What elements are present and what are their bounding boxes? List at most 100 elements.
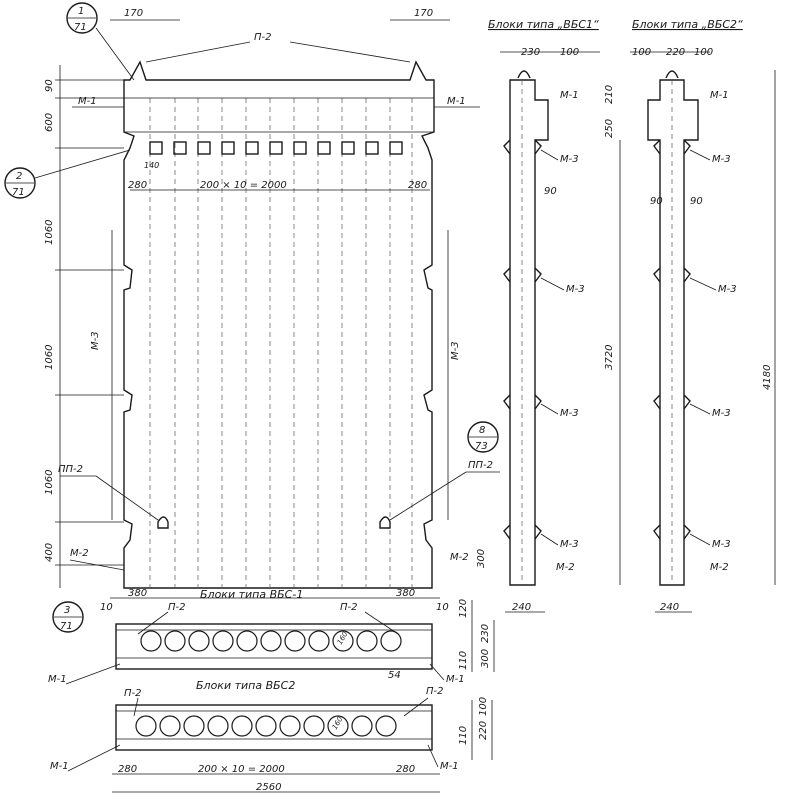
svg-text:71: 71	[12, 187, 25, 198]
svg-text:1: 1	[78, 6, 84, 17]
dim-side-250: 250	[604, 119, 615, 138]
mark-m1-right: М-1	[447, 96, 466, 107]
dim-left-400: 400	[44, 543, 55, 562]
dim-plan2-2560: 2560	[256, 782, 281, 793]
dim-side2-100-b: 100	[694, 47, 713, 58]
dim-side-210: 210	[604, 85, 615, 104]
dim-side2-220: 220	[666, 47, 685, 58]
mark-m1-side2: М-1	[710, 90, 729, 101]
dim-plan1-10-right: 10	[436, 602, 449, 613]
mark-m3-side1-c: М-3	[560, 408, 579, 419]
dim-side2-90-a: 90	[650, 196, 663, 207]
mark-m3-side2-d: М-3	[712, 539, 731, 550]
front-elevation-outline	[123, 60, 435, 589]
dim-300-right: 300	[476, 549, 487, 568]
dim-left-600: 600	[44, 113, 55, 132]
dim-side-90: 90	[544, 186, 557, 197]
dim-plan1-110: 110	[458, 651, 469, 670]
title-vbs2-side: Блоки типа „ВБС2“	[632, 18, 743, 31]
mark-m1-side1: М-1	[560, 90, 579, 101]
mark-m1-left: М-1	[78, 96, 97, 107]
svg-text:71: 71	[74, 22, 87, 33]
mark-pp2-left: ПП-2	[58, 464, 83, 475]
dim-left-1060-a: 1060	[44, 220, 55, 245]
dim-left-90: 90	[44, 79, 55, 92]
mark-m3-side2-c: М-3	[712, 408, 731, 419]
mark-m1-plan2-right: М-1	[440, 761, 459, 772]
lifting-loop-right	[379, 516, 391, 529]
dim-plan1-120: 120	[458, 599, 469, 618]
dim-side2-90-b: 90	[690, 196, 703, 207]
side-view-vbs1: Блоки типа „ВБС1“ 230 100 210 250 90 372…	[488, 18, 621, 613]
front-openings	[149, 141, 403, 155]
dim-plan2-110: 110	[458, 726, 469, 745]
mark-m2-side2: М-2	[710, 562, 729, 573]
svg-text:71: 71	[60, 621, 73, 632]
dim-plan2-220: 220	[478, 721, 489, 740]
dim-side-230: 230	[521, 47, 540, 58]
title-vbs1-plan: Блоки типа ВБС-1	[200, 588, 303, 601]
plan2-holes	[135, 715, 397, 737]
dim-140: 140	[144, 161, 159, 170]
dim-side2-4180: 4180	[762, 365, 773, 390]
svg-text:8: 8	[479, 425, 485, 436]
mark-m1-plan1-right: М-1	[446, 674, 465, 685]
dim-plan2-280-right: 280	[396, 764, 415, 775]
dim-plan1-300: 300	[480, 649, 491, 668]
mark-m3-side2-b: М-3	[718, 284, 737, 295]
dim-380-left: 380	[128, 588, 147, 599]
mark-m3-side2-a: М-3	[712, 154, 731, 165]
dim-plan1-54: 54	[388, 670, 401, 681]
dim-plan2-100: 100	[478, 697, 489, 716]
plan-vbs2: Блоки типа ВБС2 160 П-2 П-2 100 110 220 …	[50, 679, 493, 793]
mark-m3-side1-a: М-3	[560, 154, 579, 165]
dim-spacing: 200 × 10 = 2000	[200, 180, 287, 191]
front-hatching	[149, 98, 413, 588]
mark-m1-plan2-left: М-1	[50, 761, 69, 772]
dim-side-240: 240	[512, 602, 531, 613]
mark-m3-left-vertical: М-3	[90, 331, 101, 350]
mark-p2-top: П-2	[254, 32, 272, 43]
plan1-holes	[140, 630, 402, 652]
callout-8-73: 8 73	[467, 421, 499, 453]
dim-left-1060-b: 1060	[44, 345, 55, 370]
dim-plan1-230: 230	[480, 624, 491, 643]
dim-380-right: 380	[396, 588, 415, 599]
front-elevation	[55, 19, 450, 599]
mark-m2-right: М-2	[450, 552, 469, 563]
dim-side-100: 100	[560, 47, 579, 58]
mark-m3-side1-b: М-3	[566, 284, 585, 295]
dim-top-170-right: 170	[414, 8, 433, 19]
mark-p2-plan1-right: П-2	[340, 602, 358, 613]
svg-text:2: 2	[16, 171, 22, 182]
lifting-loop-left	[157, 516, 169, 529]
dim-side2-240: 240	[660, 602, 679, 613]
svg-text:73: 73	[475, 441, 488, 452]
mark-p2-plan2-left: П-2	[124, 688, 142, 699]
dim-plan2-280-left: 280	[118, 764, 137, 775]
title-vbs2-plan: Блоки типа ВБС2	[196, 679, 295, 692]
dim-left-1060-c: 1060	[44, 470, 55, 495]
mark-m2-side1: М-2	[556, 562, 575, 573]
dim-plan1-10-left: 10	[100, 602, 113, 613]
mark-m3-right-vertical: М-3	[450, 341, 461, 360]
mark-pp2-right: ПП-2	[468, 460, 493, 471]
dim-280-left: 280	[128, 180, 147, 191]
dim-top-170-left: 170	[124, 8, 143, 19]
callout-3-71: 3 71	[52, 601, 84, 633]
side-view-vbs2: Блоки типа „ВБС2“ 100 220 100 90 90 4180…	[630, 18, 776, 613]
dim-280-right: 280	[408, 180, 427, 191]
dim-side2-100-a: 100	[632, 47, 651, 58]
mark-p2-plan1-left: П-2	[168, 602, 186, 613]
callout-1-71: 1 71	[66, 2, 135, 81]
plan-vbs1: Блоки типа ВБС-1 160 П-2 П-2 10 10 120 2…	[48, 588, 495, 685]
mark-m2-left: М-2	[70, 548, 89, 559]
svg-text:3: 3	[64, 605, 70, 616]
mark-m3-side1-d: М-3	[560, 539, 579, 550]
dim-side-3720: 3720	[604, 345, 615, 370]
dim-plan2-spacing: 200 × 10 = 2000	[198, 764, 285, 775]
callout-2-71: 2 71	[4, 149, 131, 199]
title-vbs1-side: Блоки типа „ВБС1“	[488, 18, 599, 31]
mark-p2-plan2-right: П-2	[426, 686, 444, 697]
